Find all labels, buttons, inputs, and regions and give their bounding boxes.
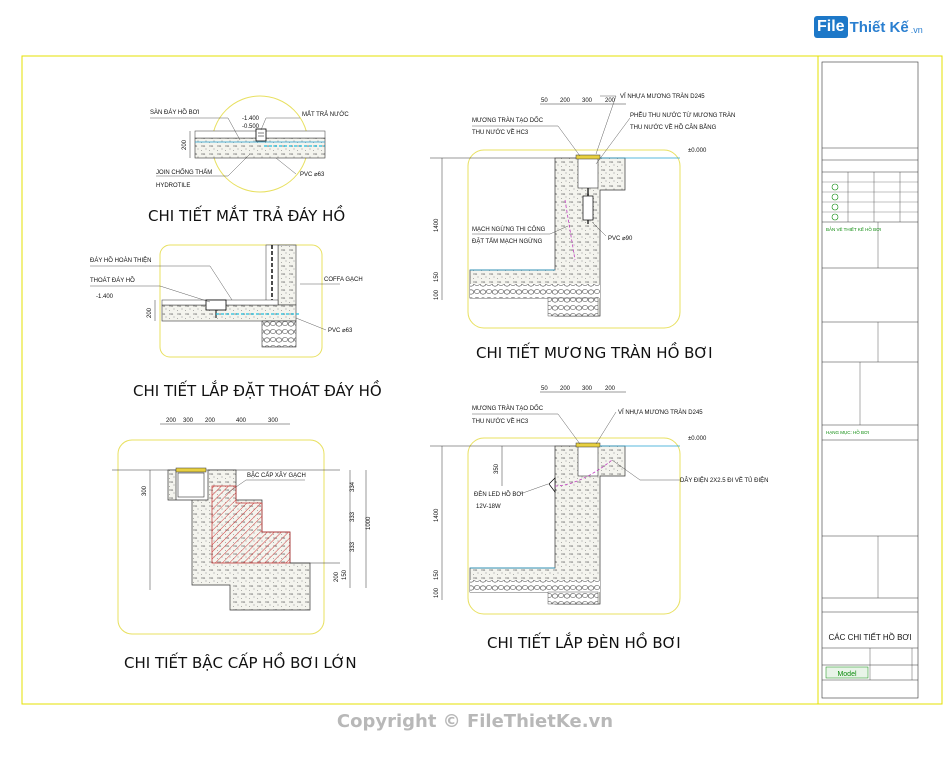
dim-label: 150 bbox=[434, 271, 440, 282]
dim-label: 334 bbox=[350, 481, 356, 492]
label-hydrotile: HYDROTILE bbox=[156, 183, 190, 189]
logo-domain: .vn bbox=[910, 25, 923, 35]
dim-label: 300 bbox=[268, 418, 279, 424]
label-vi-nhua: VỈ NHỰA MƯƠNG TRÀN D245 bbox=[618, 409, 703, 416]
level-label: -0.500 bbox=[242, 124, 260, 130]
label-day-dien: DÂY ĐIỆN 2X2.5 ĐI VỀ TỦ ĐIỆN bbox=[680, 476, 768, 484]
label-thu-nuoc-ve-hc3: THU NƯỚC VỀ HC3 bbox=[472, 418, 529, 425]
model-tab-bg bbox=[825, 666, 869, 679]
dim-label: 300 bbox=[142, 485, 148, 496]
label-san-day-ho: SÀN ĐÁY HỒ BƠI bbox=[150, 109, 200, 116]
label-muong-tran-tao-doc: MƯƠNG TRÀN TẠO DỐC bbox=[472, 405, 544, 412]
detail-title: CHI TIẾT LẮP ĐÈN HỒ BƠI bbox=[487, 631, 681, 652]
dim-label: 200 bbox=[166, 418, 177, 424]
dim-label: 350 bbox=[494, 463, 500, 474]
label-12v-18w: 12V-18W bbox=[476, 504, 501, 510]
title-block: BẢN VẼ THIẾT KẾ HỒ BƠI HẠNG MỤC: HỒ BƠI … bbox=[821, 61, 919, 699]
dim-label: 50 bbox=[541, 98, 548, 104]
label-thu-nuoc-ve-hc3: THU NƯỚC VỀ HC3 bbox=[472, 129, 529, 136]
logo-file-badge: File bbox=[814, 16, 848, 38]
label-bac-cap-xay-gach: BẬC CẤP XÂY GẠCH bbox=[247, 472, 306, 479]
dim-label: 300 bbox=[582, 98, 593, 104]
label-mach-ngung: MẠCH NGỪNG THI CÔNG bbox=[472, 226, 546, 233]
dim-label: 150 bbox=[342, 569, 348, 580]
dim-label: 50 bbox=[541, 386, 548, 392]
label-mat-tra-nuoc: MẮT TRẢ NƯỚC bbox=[302, 110, 349, 118]
dim-label: 200 bbox=[560, 98, 571, 104]
dim-label: 1400 bbox=[434, 508, 440, 522]
detail-thoat-day-ho: 200 ĐÁY HỒ HOÀN THIỆN THOÁT ĐÁY HỒ -1.40… bbox=[90, 244, 382, 400]
dim-label: 200 bbox=[560, 386, 571, 392]
dim-label: 200 bbox=[147, 307, 153, 318]
detail-mat-tra-day-ho: 200 SÀN ĐÁY HỒ BƠI -1.400 -0.500 MẮT TRẢ… bbox=[148, 95, 349, 225]
dim-label: 100 bbox=[434, 289, 440, 300]
dim-label: 100 bbox=[434, 587, 440, 598]
dim-label: 200 bbox=[205, 418, 216, 424]
model-tab[interactable]: Model bbox=[837, 671, 857, 678]
label-day-ho-hoan-thien: ĐÁY HỒ HOÀN THIỆN bbox=[90, 256, 151, 264]
level-label: -1.400 bbox=[242, 116, 260, 122]
filethietke-logo: File Thiết Kế .vn bbox=[814, 14, 923, 40]
label-vi-nhua: VỈ NHỰA MƯƠNG TRÀN D245 bbox=[620, 93, 705, 100]
detail-lap-den: 350 1400 150 100 50 200 300 200 ±0.000 M… bbox=[430, 386, 768, 652]
detail-muong-tran: 1400 150 100 50 200 300 200 ±0.000 MƯƠNG… bbox=[430, 93, 735, 362]
label-pvc-63: PVC ⌀63 bbox=[328, 328, 353, 334]
dim-label: 1000 bbox=[366, 516, 372, 530]
label-pvc-90: PVC ⌀90 bbox=[608, 236, 633, 242]
level-label: -1.400 bbox=[96, 294, 114, 300]
dim-label: 200 bbox=[605, 98, 616, 104]
dim-label: 200 bbox=[334, 571, 340, 582]
label-thoat-day-ho: THOÁT ĐÁY HỒ bbox=[90, 277, 135, 284]
project-name: BẢN VẼ THIẾT KẾ HỒ BƠI bbox=[826, 226, 881, 232]
label-muong-tran-tao-doc: MƯƠNG TRÀN TẠO DỐC bbox=[472, 117, 544, 124]
dim-label: 300 bbox=[183, 418, 194, 424]
level-label: ±0.000 bbox=[688, 148, 707, 154]
label-coffa-gach: COFFA GẠCH bbox=[324, 277, 363, 283]
level-label: ±0.000 bbox=[688, 436, 707, 442]
sheet-title: CÁC CHI TIẾT HỒ BƠI bbox=[828, 632, 911, 642]
dim-label: 150 bbox=[434, 569, 440, 580]
logo-brand: Thiết Kế bbox=[849, 18, 909, 36]
sheet-frame bbox=[21, 55, 943, 705]
label-join-chong-tham: JOIN CHỐNG THẤM bbox=[156, 169, 212, 176]
dim-label: 200 bbox=[182, 139, 188, 150]
dim-label: 400 bbox=[236, 418, 247, 424]
item-name: HẠNG MỤC: HỒ BƠI bbox=[826, 429, 869, 435]
detail-bac-cap: 200 300 200 400 300 334 333 333 1000 300… bbox=[112, 418, 372, 672]
dim-label: 200 bbox=[605, 386, 616, 392]
dim-label: 300 bbox=[582, 386, 593, 392]
label-den-led: ĐÈN LED HỒ BƠI bbox=[474, 491, 523, 498]
detail-title: CHI TIẾT MẮT TRẢ ĐÁY HỒ bbox=[148, 204, 345, 225]
label-dat-tam: ĐẶT TẤM MẠCH NGỪNG bbox=[472, 238, 543, 245]
detail-title: CHI TIẾT MƯƠNG TRÀN HỒ BƠI bbox=[476, 341, 713, 362]
dim-label: 333 bbox=[350, 511, 356, 522]
copyright-watermark: Copyright © FileThietKe.vn bbox=[336, 711, 614, 732]
label-pvc-63: PVC ⌀63 bbox=[300, 172, 325, 178]
detail-title: CHI TIẾT BẬC CẤP HỒ BƠI LỚN bbox=[124, 651, 357, 672]
dim-label: 1400 bbox=[434, 218, 440, 232]
detail-title: CHI TIẾT LẮP ĐẶT THOÁT ĐÁY HỒ bbox=[133, 379, 382, 400]
dim-label: 333 bbox=[350, 541, 356, 552]
label-ho-can-bang: THU NƯỚC VỀ HỒ CÂN BẰNG bbox=[630, 123, 717, 131]
label-pheu-thu: PHỄU THU NƯỚC TỪ MƯƠNG TRÀN bbox=[630, 112, 735, 119]
